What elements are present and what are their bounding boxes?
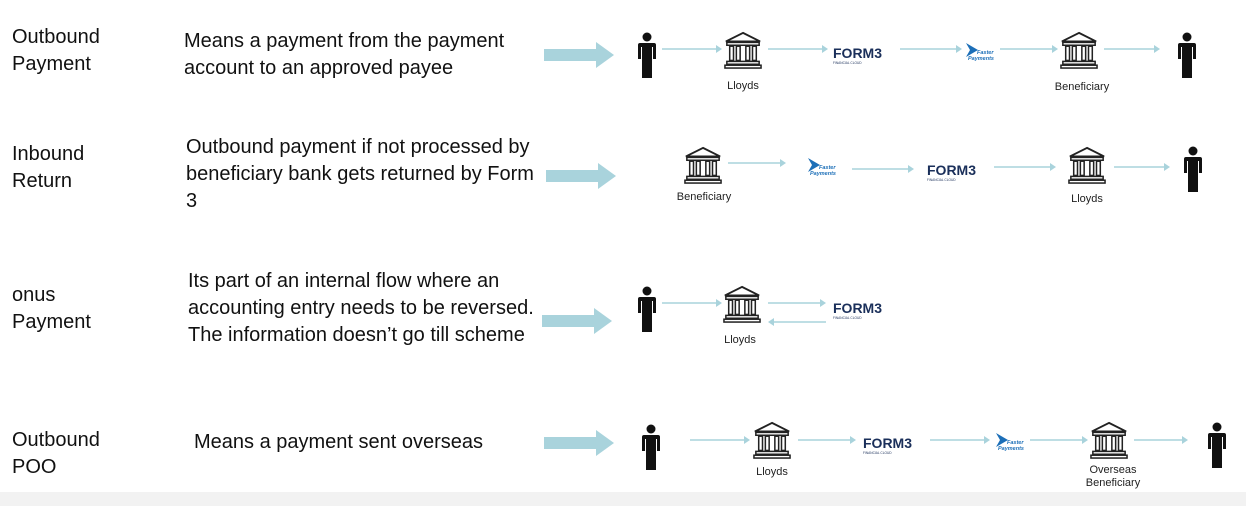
row4-big-arrow <box>544 430 614 456</box>
row2-bank1-caption: Beneficiary <box>676 191 732 203</box>
row1-form3-logo: FORM3 FINANCIAL CLOUD <box>833 45 882 65</box>
row2-label-text: Inbound Return <box>12 143 85 192</box>
row3-form3-text: FORM3 <box>833 300 882 316</box>
row3-label-text: onus Payment <box>12 284 91 333</box>
row2-form3-logo: FORM3 FINANCIAL CLOUD <box>927 162 976 182</box>
row3-lloyds-bank-icon <box>723 285 761 323</box>
row1-connector-2 <box>768 45 828 53</box>
row4-connector-3 <box>930 436 990 444</box>
row4-sender-person-icon <box>640 424 662 472</box>
row4-overseas-beneficiary-bank-icon <box>1090 421 1128 459</box>
row4-form3-logo: FORM3 FINANCIAL CLOUD <box>863 435 912 455</box>
row4-lloyds-bank-icon <box>753 421 791 459</box>
row1-description: Means a payment from the payment account… <box>184 30 505 79</box>
row2-big-arrow <box>546 163 616 189</box>
row2-connector-1 <box>728 159 786 167</box>
row2-connector-2 <box>852 165 914 173</box>
row1-form3-sub: FINANCIAL CLOUD <box>833 61 862 65</box>
row2-label: Inbound Return <box>12 141 172 195</box>
row4-label-text: Outbound POO <box>12 429 100 478</box>
row2-receiver-person-icon <box>1182 146 1204 194</box>
row1-connector-1 <box>662 45 722 53</box>
row1-big-arrow <box>544 42 614 68</box>
row2-connector-4 <box>1114 163 1170 171</box>
row3-connector-forward <box>768 299 826 307</box>
row1-beneficiary-bank-icon <box>1060 31 1098 69</box>
row3-sender-person-icon <box>636 286 658 334</box>
row4-connector-4 <box>1030 436 1088 444</box>
row2-connector-3 <box>994 163 1056 171</box>
row3-connector-return <box>768 318 826 326</box>
row2-description: Outbound payment if not processed by ben… <box>186 136 534 212</box>
row1-lloyds-bank-icon <box>724 31 762 69</box>
row3-form3-logo: FORM3 FINANCIAL CLOUD <box>833 300 882 320</box>
row3-connector-1 <box>662 299 722 307</box>
row1-bank1-caption: Lloyds <box>727 80 759 92</box>
row3-form3-sub: FINANCIAL CLOUD <box>833 316 862 320</box>
row1-bank2-caption: Beneficiary <box>1054 81 1110 93</box>
row3-description: Its part of an internal flow where an ac… <box>188 270 534 346</box>
row1-label-text: Outbound Payment <box>12 26 100 75</box>
row1-connector-4 <box>1000 45 1058 53</box>
row1-connector-5 <box>1104 45 1160 53</box>
row4-receiver-person-icon <box>1206 422 1228 470</box>
row3-bank1-caption: Lloyds <box>724 334 756 346</box>
row4-connector-1 <box>690 436 750 444</box>
row1-label: Outbound Payment <box>12 24 172 78</box>
row4-connector-5 <box>1134 436 1188 444</box>
row4-label: Outbound POO <box>12 427 172 481</box>
row4-description: Means a payment sent overseas <box>194 431 484 453</box>
row4-connector-2 <box>798 436 856 444</box>
row1-connector-3 <box>900 45 962 53</box>
row1-form3-text: FORM3 <box>833 45 882 61</box>
row2-lloyds-bank-icon <box>1068 146 1106 184</box>
row4-bank2-caption: Overseas Beneficiary <box>1085 464 1141 489</box>
row1-sender-person-icon <box>636 32 658 80</box>
row2-bank2-caption: Lloyds <box>1071 193 1103 205</box>
row2-form3-sub: FINANCIAL CLOUD <box>927 178 956 182</box>
row1-receiver-person-icon <box>1176 32 1198 80</box>
row4-form3-text: FORM3 <box>863 435 912 451</box>
row4-form3-sub: FINANCIAL CLOUD <box>863 451 892 455</box>
row2-form3-text: FORM3 <box>927 162 976 178</box>
row2-beneficiary-bank-icon <box>684 146 722 184</box>
row4-bank1-caption: Lloyds <box>756 466 788 478</box>
bottom-bar <box>0 492 1246 506</box>
row3-big-arrow <box>542 308 612 334</box>
row3-label: onus Payment <box>12 282 172 336</box>
